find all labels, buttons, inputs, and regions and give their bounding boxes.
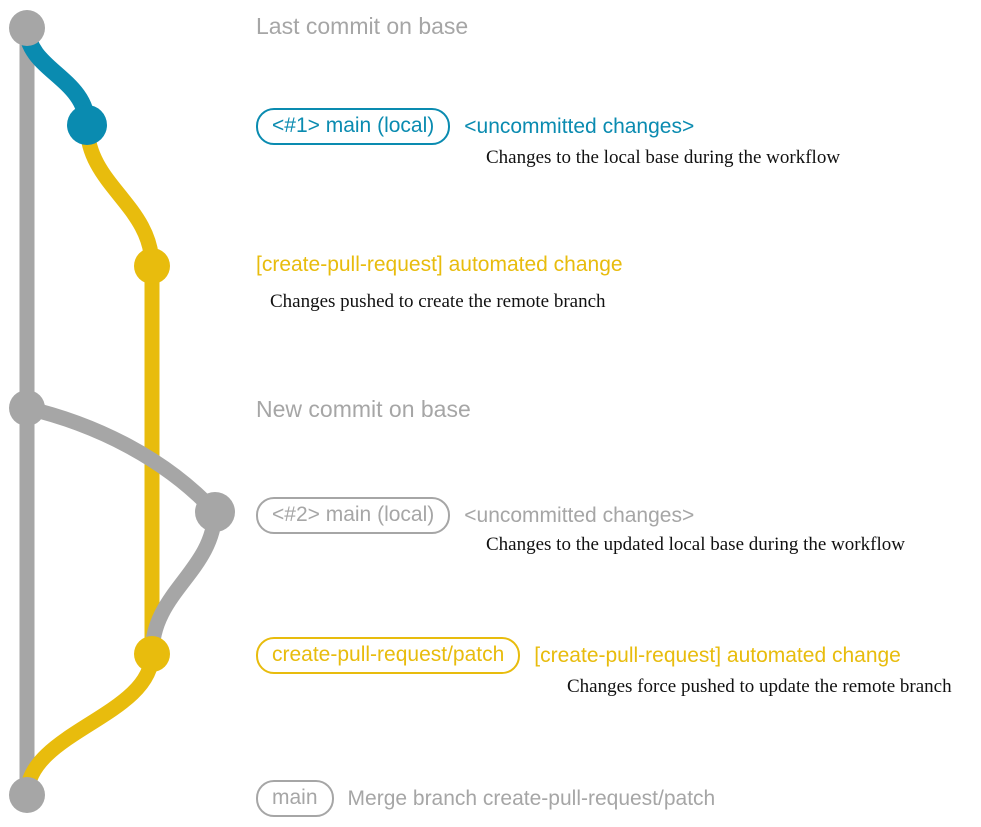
commit-note-patch-updated: Changes force pushed to update the remot… xyxy=(567,676,952,697)
branch-badge-main[interactable]: main xyxy=(256,780,334,817)
commit-subject-local-1: <uncommitted changes> xyxy=(464,115,695,138)
commit-row-local-1: <#1> main (local) <uncommitted changes> xyxy=(256,108,694,145)
commit-subject-patch-created: [create-pull-request] automated change xyxy=(256,253,623,276)
commit-node-merge[interactable] xyxy=(9,777,45,813)
commit-node-local-1[interactable] xyxy=(67,105,107,145)
heading-new-commit-on-base: New commit on base xyxy=(256,396,471,422)
heading-last-commit-on-base: Last commit on base xyxy=(256,13,469,39)
commit-row-local-2: <#2> main (local) <uncommitted changes> xyxy=(256,497,694,534)
branch-badge-local-2[interactable]: <#2> main (local) xyxy=(256,497,451,534)
edge-base-to-local-1 xyxy=(18,19,96,134)
commit-row-merge: main Merge branch create-pull-request/pa… xyxy=(256,780,715,817)
commit-subject-merge: Merge branch create-pull-request/patch xyxy=(347,787,716,810)
commit-subject-patch-updated: [create-pull-request] automated change xyxy=(534,644,901,667)
commit-node-patch-created[interactable] xyxy=(134,248,170,284)
branch-badge-patch[interactable]: create-pull-request/patch xyxy=(256,637,521,674)
commit-node-local-2[interactable] xyxy=(195,492,235,532)
commit-subject-local-2: <uncommitted changes> xyxy=(464,504,695,527)
edge-local-2-to-patch xyxy=(144,504,223,662)
commit-note-local-2: Changes to the updated local base during… xyxy=(486,534,905,555)
edge-patch-to-merge xyxy=(19,646,160,803)
commit-node-patch-updated[interactable] xyxy=(134,636,170,672)
commit-note-patch-created: Changes pushed to create the remote bran… xyxy=(270,291,606,312)
commit-node-last-commit-on-base[interactable] xyxy=(9,10,45,46)
commit-node-new-commit-on-base[interactable] xyxy=(9,390,45,426)
edge-local-1-to-patch xyxy=(79,117,160,274)
edge-base-to-local-2 xyxy=(19,400,223,520)
commit-row-patch-updated: create-pull-request/patch [create-pull-r… xyxy=(256,637,901,674)
branch-badge-local-1[interactable]: <#1> main (local) xyxy=(256,108,451,145)
commit-row-patch-created: [create-pull-request] automated change xyxy=(256,254,623,275)
commit-note-local-1: Changes to the local base during the wor… xyxy=(486,147,841,168)
